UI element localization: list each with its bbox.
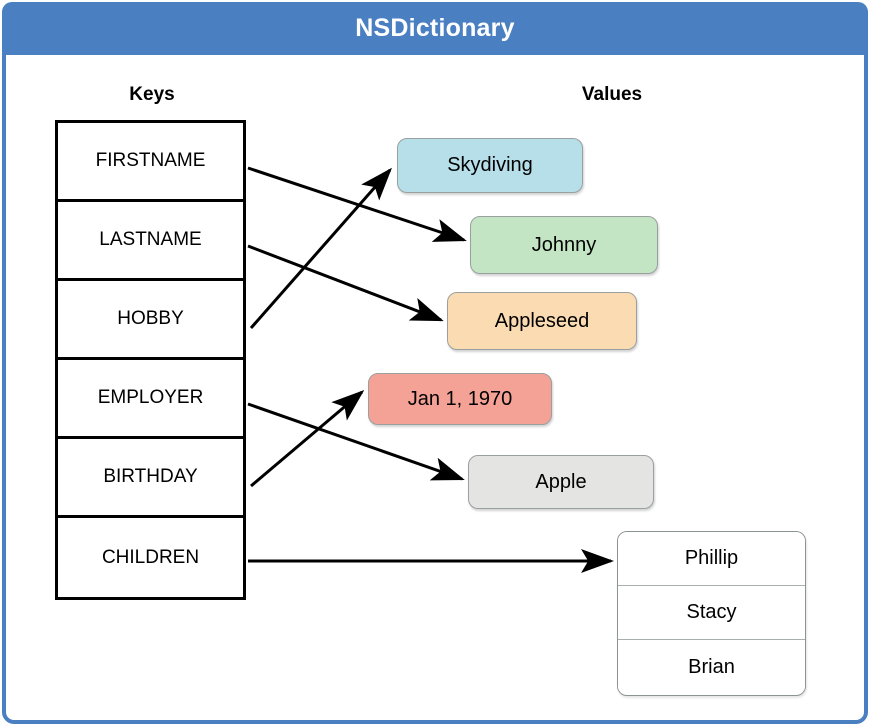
- keys-column-heading: Keys: [129, 84, 175, 105]
- value-pill-apple[interactable]: Apple: [468, 455, 654, 509]
- key-cell-employer[interactable]: EMPLOYER: [58, 360, 243, 439]
- keys-table: FIRSTNAME LASTNAME HOBBY EMPLOYER BIRTHD…: [55, 120, 246, 600]
- list-item-brian[interactable]: Brian: [618, 640, 805, 694]
- value-pill-appleseed[interactable]: Appleseed: [447, 292, 637, 350]
- children-list-box: Phillip Stacy Brian: [617, 531, 806, 696]
- value-pill-johnny[interactable]: Johnny: [470, 216, 658, 274]
- key-cell-firstname[interactable]: FIRSTNAME: [58, 123, 243, 202]
- value-pill-skydiving[interactable]: Skydiving: [397, 138, 583, 193]
- key-cell-hobby[interactable]: HOBBY: [58, 281, 243, 360]
- page-title: NSDictionary: [355, 14, 515, 42]
- key-cell-children[interactable]: CHILDREN: [58, 518, 243, 597]
- key-cell-lastname[interactable]: LASTNAME: [58, 202, 243, 281]
- list-item-phillip[interactable]: Phillip: [618, 532, 805, 586]
- list-item-stacy[interactable]: Stacy: [618, 586, 805, 640]
- values-column-heading: Values: [581, 84, 643, 105]
- value-pill-birthday[interactable]: Jan 1, 1970: [368, 373, 552, 425]
- window-titlebar: NSDictionary: [2, 2, 868, 55]
- key-cell-birthday[interactable]: BIRTHDAY: [58, 439, 243, 518]
